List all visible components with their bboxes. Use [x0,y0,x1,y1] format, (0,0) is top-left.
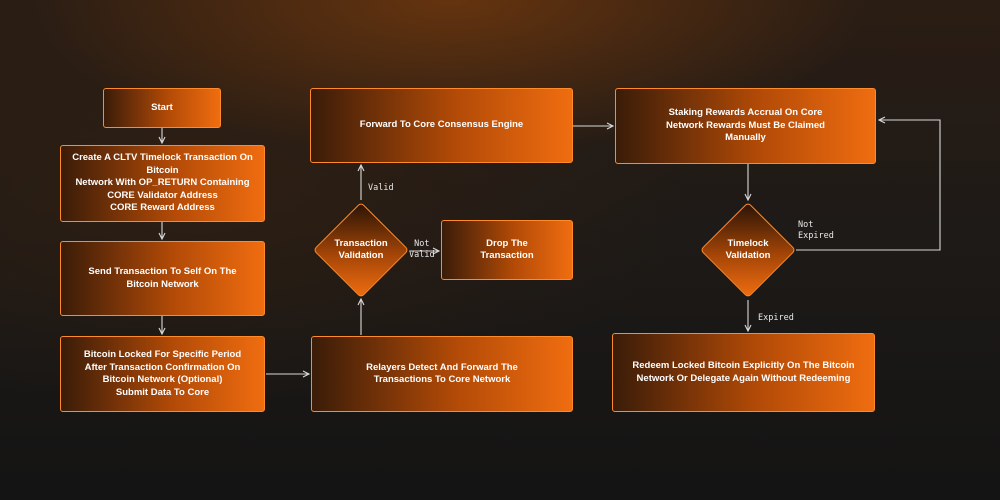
forward-to-core-node: Forward To Core Consensus Engine [310,88,573,163]
arrow-timelock-loop-back [796,120,941,251]
transaction-validation-label: Transaction Validation [334,237,388,262]
edge-label-not-expired: Not Expired [798,220,834,241]
relayers-node: Relayers Detect And Forward The Transact… [311,336,573,412]
start-node: Start [103,88,221,128]
edge-label-expired: Expired [758,313,794,323]
send-transaction-node: Send Transaction To Self On The Bitcoin … [60,241,265,316]
edge-label-valid: Valid [368,183,394,193]
redeem-node: Redeem Locked Bitcoin Explicitly On The … [612,333,875,412]
staking-rewards-node: Staking Rewards Accrual On Core Network … [615,88,876,164]
edge-label-not-valid: Not Valid [409,239,435,260]
timelock-validation-label: Timelock Validation [725,237,771,262]
drop-transaction-node: Drop The Transaction [441,220,573,280]
bitcoin-locked-node: Bitcoin Locked For Specific Period After… [60,336,265,412]
create-transaction-node: Create A CLTV Timelock Transaction On Bi… [60,145,265,222]
